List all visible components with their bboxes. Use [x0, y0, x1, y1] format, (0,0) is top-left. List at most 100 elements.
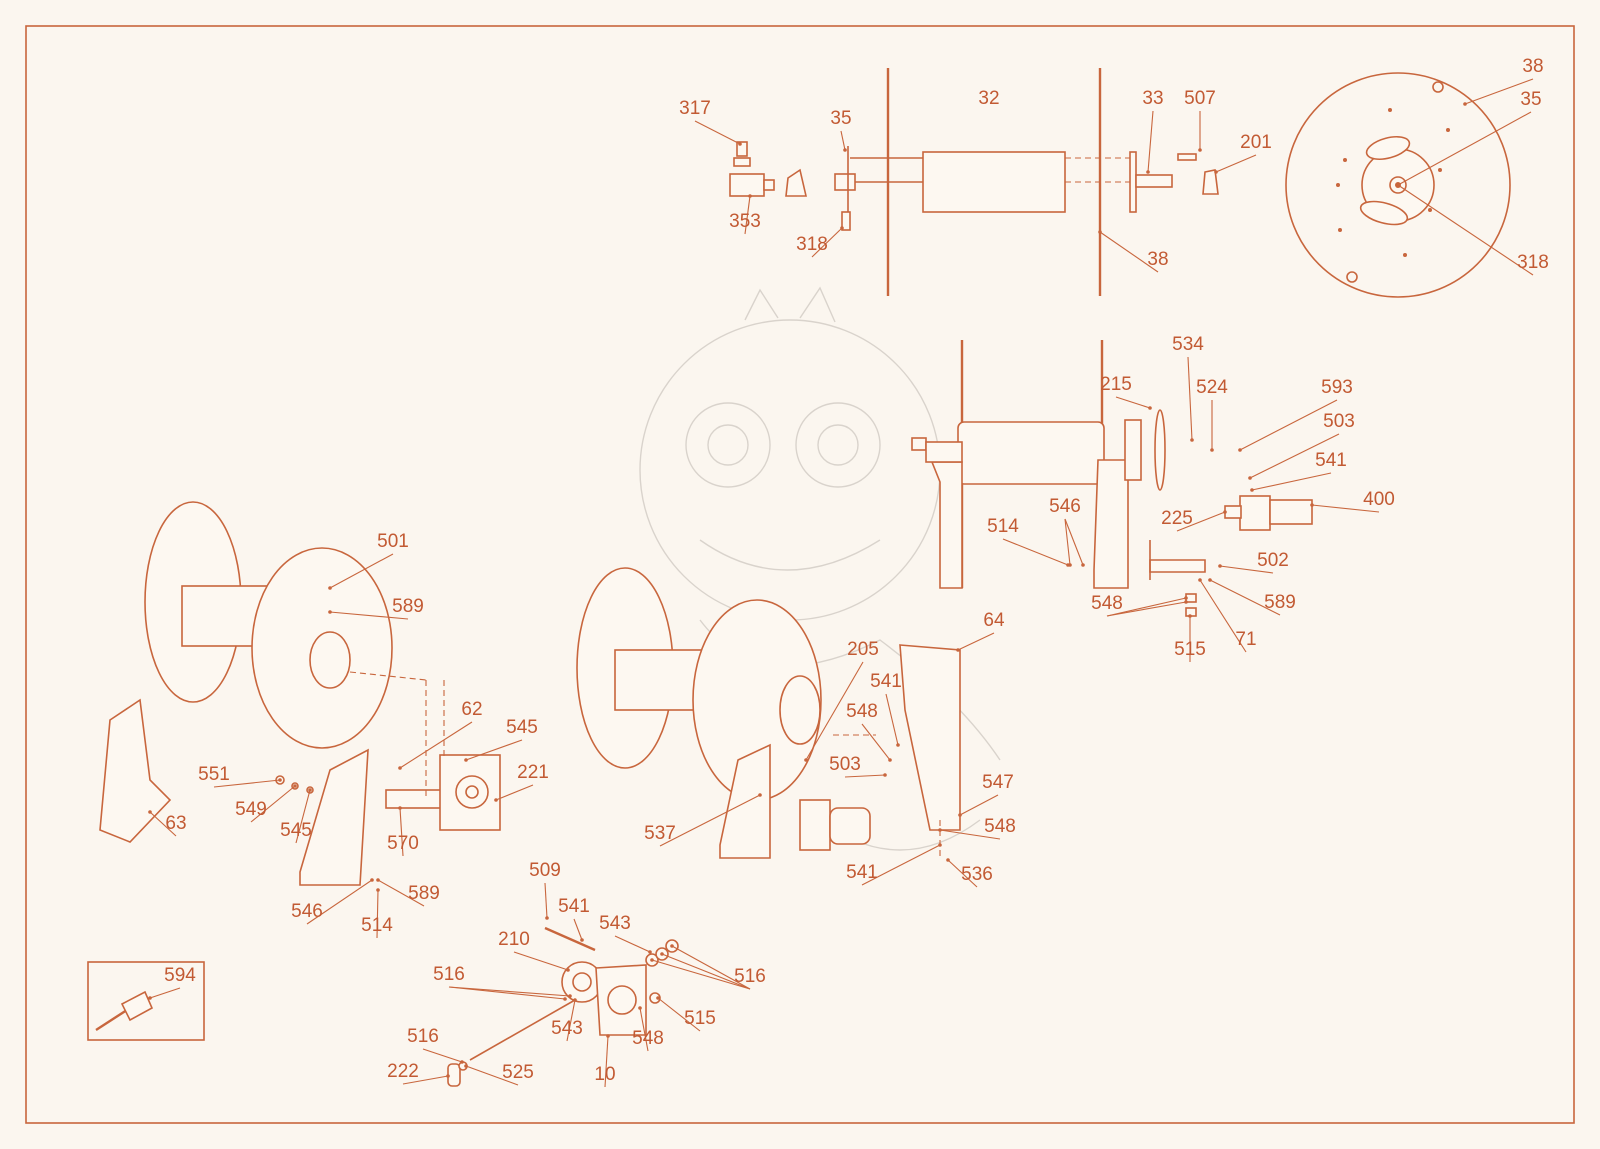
leader-line-c45-0 — [844, 774, 886, 778]
callout-label: 551 — [198, 764, 230, 785]
leader-tip-c14-0 — [1148, 406, 1152, 410]
leader-tip-c17-0 — [1248, 476, 1252, 480]
callout-label: 318 — [796, 234, 828, 255]
callout-label: 38 — [1147, 249, 1168, 270]
callout-label: 594 — [164, 965, 196, 986]
leader-tip-c42-0 — [804, 758, 808, 762]
callout-label: 507 — [1184, 88, 1216, 109]
leader-tip-c50-0 — [946, 858, 950, 862]
leader-line-c57-0 — [657, 997, 701, 1032]
callout-label: 524 — [1196, 377, 1228, 398]
pulley-assembly — [447, 926, 679, 1087]
callout-label: 516 — [433, 964, 465, 985]
leader-tip-c23-0 — [1218, 564, 1222, 568]
callout-label: 514 — [361, 915, 393, 936]
motor-reel-assembly — [911, 340, 1313, 617]
leader-line-c41-0 — [957, 632, 995, 651]
leader-tip-c24-0 — [1184, 596, 1188, 600]
leader-tip-c63-0 — [606, 1034, 610, 1038]
leader-line-c3-0 — [694, 120, 741, 145]
leader-tip-c45-0 — [883, 773, 887, 777]
leader-tip-c56-2 — [650, 958, 654, 962]
leader-line-c59-0 — [639, 1007, 649, 1052]
callout-label: 546 — [291, 901, 323, 922]
leader-line-c53-0 — [614, 935, 651, 953]
callout-label: 10 — [594, 1064, 615, 1085]
leader-line-c29-0 — [329, 611, 409, 620]
callout-label: 515 — [1174, 639, 1206, 660]
callout-label: 501 — [377, 531, 409, 552]
leader-tip-c15-0 — [1210, 448, 1214, 452]
callout-label: 516 — [734, 966, 766, 987]
leader-tip-c51-0 — [545, 916, 549, 920]
leader-tip-c54-0 — [566, 968, 570, 972]
leader-tip-c30-0 — [398, 766, 402, 770]
leader-tip-c55-0 — [568, 994, 572, 998]
leader-line-c55-0 — [448, 986, 571, 997]
center-reel-assembly — [576, 567, 961, 860]
leader-line-c62-0 — [465, 1065, 519, 1086]
leader-tip-c9-0 — [748, 194, 752, 198]
callout-label: 33 — [1142, 88, 1163, 109]
leader-line-c55-1 — [448, 986, 566, 1000]
callout-label: 589 — [1264, 592, 1296, 613]
leader-line-c52-0 — [573, 918, 583, 941]
leader-line-c8-0 — [1215, 154, 1257, 173]
leader-tip-c37-0 — [148, 810, 152, 814]
leader-tip-c1-0 — [1463, 102, 1467, 106]
leader-line-c4-0 — [840, 130, 846, 151]
inset-part-594 — [87, 961, 205, 1041]
callout-label: 548 — [984, 816, 1016, 837]
callout-label: 549 — [235, 799, 267, 820]
leader-tip-c43-0 — [896, 743, 900, 747]
leader-tip-c38-0 — [376, 878, 380, 882]
leader-line-c30-0 — [399, 721, 473, 769]
callout-label: 546 — [1049, 496, 1081, 517]
callout-label: 548 — [632, 1028, 664, 1049]
leader-tip-c24-1 — [1184, 600, 1188, 604]
callout-label: 541 — [846, 862, 878, 883]
leader-tip-c48-0 — [758, 793, 762, 797]
leader-tip-c27-0 — [1188, 614, 1192, 618]
callout-label: 547 — [982, 772, 1014, 793]
leader-tip-c12-0 — [1396, 183, 1400, 187]
leader-tip-c26-0 — [1198, 578, 1202, 582]
callout-label: 32 — [978, 88, 999, 109]
leader-line-c47-0 — [939, 829, 1001, 840]
callout-label: 62 — [461, 699, 482, 720]
leader-line-c40-0 — [376, 889, 379, 939]
leader-line-c63-0 — [604, 1035, 609, 1088]
callout-label: 64 — [983, 610, 1005, 631]
leader-line-c6-0 — [1147, 110, 1154, 173]
leader-line-c64-0 — [149, 987, 181, 999]
leader-line-c54-0 — [513, 951, 569, 971]
callout-label: 514 — [987, 516, 1019, 537]
leader-tip-c36-0 — [398, 806, 402, 810]
leader-line-c42-0 — [805, 661, 864, 761]
leader-tip-c64-0 — [148, 996, 152, 1000]
callout-label: 71 — [1235, 629, 1256, 650]
leader-line-c23-0 — [1219, 565, 1274, 574]
leader-line-c28-0 — [329, 553, 394, 589]
leader-line-c21-0 — [1064, 518, 1071, 566]
leader-line-c2-0 — [1397, 111, 1532, 186]
leader-tip-c4-0 — [843, 148, 847, 152]
callout-label: 537 — [644, 823, 676, 844]
leader-line-c37-0 — [149, 811, 177, 837]
leader-line-c25-0 — [1209, 579, 1281, 616]
leader-tip-c3-0 — [738, 142, 742, 146]
leader-tip-c11-0 — [1098, 230, 1102, 234]
leader-tip-c31-0 — [464, 758, 468, 762]
leader-line-c46-0 — [959, 794, 999, 816]
callout-label: 502 — [1257, 550, 1289, 571]
leader-tip-c28-0 — [328, 586, 332, 590]
leader-tip-c46-0 — [958, 813, 962, 817]
leader-line-c61-0 — [402, 1075, 449, 1085]
leader-line-c56-2 — [651, 959, 751, 990]
callout-label: 225 — [1161, 508, 1193, 529]
leader-line-c51-0 — [544, 882, 548, 919]
callout-label: 63 — [165, 813, 186, 834]
leader-tip-c56-0 — [660, 952, 664, 956]
leader-line-c60-0 — [422, 1048, 463, 1063]
leader-tip-c40-0 — [376, 888, 380, 892]
